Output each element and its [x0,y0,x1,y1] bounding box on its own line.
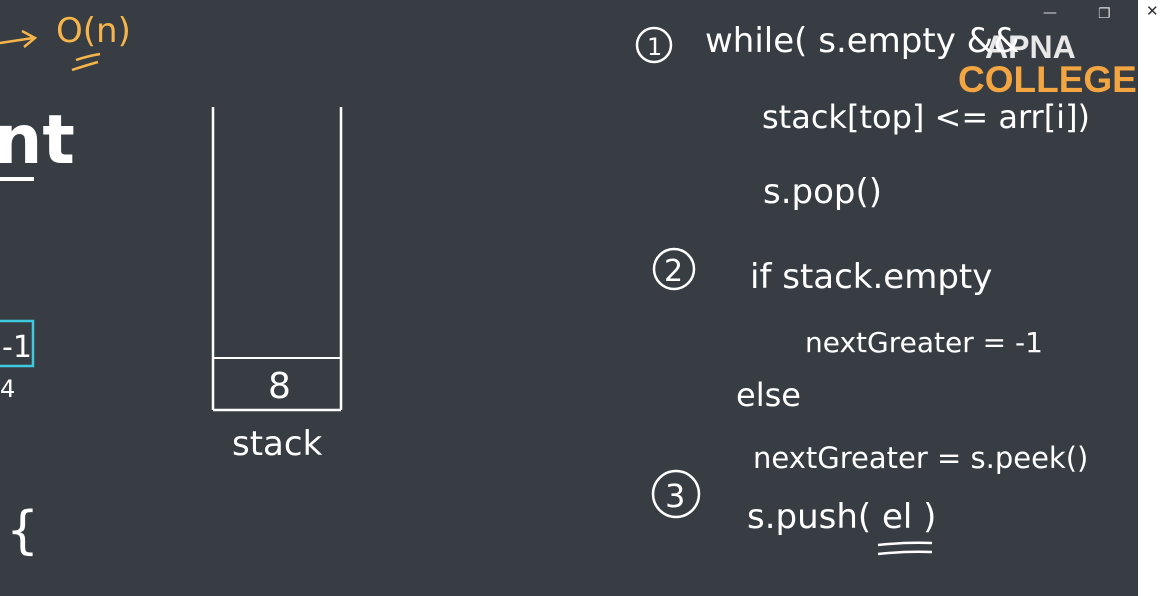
step-3: 3 s.push( el ) [651,469,936,556]
minimize-icon[interactable]: — [1043,5,1057,21]
array-cell-box [0,319,35,368]
underline-mark [71,52,101,72]
step-1-marker: 1 [647,33,662,61]
step-1-line-1: while( s.empty && [705,21,1020,61]
step-3-marker: 3 [665,477,685,515]
whiteboard-drawing: O(n) nt -1 4 { 8 stack APNA COLLEGE 1 wh… [0,5,1137,561]
arrow-line [0,36,34,45]
el-underline-mark [877,541,933,556]
step-2-marker: 2 [664,254,683,289]
window-sidebar: ✕ [1138,0,1166,596]
step-1-line-2: stack[top] <= arr[i]) [762,98,1090,136]
array-cell-value: -1 [2,330,32,365]
close-icon[interactable]: ✕ [1146,2,1159,20]
step-2-line-2: nextGreater = -1 [805,326,1043,359]
stack-diagram: 8 stack [211,107,343,464]
step-3-marker-circle [651,469,701,519]
complexity-text: O(n) [56,11,131,51]
step-2-line-1: if stack.empty [750,257,992,297]
step-3-line-1: s.push( el ) [747,497,936,537]
step-1-marker-circle [635,26,673,64]
restore-icon[interactable]: ❐ [1098,6,1111,22]
logo-line-2: COLLEGE [958,59,1137,100]
whiteboard [0,0,1138,596]
heading-fragment: nt [0,101,75,180]
logo-line-1: APNA [985,29,1076,65]
step-1-line-3: s.pop() [763,172,882,212]
step-2-marker-circle [652,247,696,291]
step-2: 2 if stack.empty nextGreater = -1 else n… [652,247,1088,475]
stack-top-value: 8 [268,366,291,407]
arrow-head-icon [21,29,38,48]
stack-label: stack [232,424,323,464]
code-brace: { [6,501,39,561]
step-2-line-4: nextGreater = s.peek() [753,441,1088,475]
apna-college-logo: APNA COLLEGE [958,29,1137,100]
complexity-annotation: O(n) [0,11,131,72]
array-index: 4 [0,375,15,403]
step-2-line-3: else [736,376,801,414]
step-1: 1 while( s.empty && stack[top] <= arr[i]… [635,21,1090,212]
